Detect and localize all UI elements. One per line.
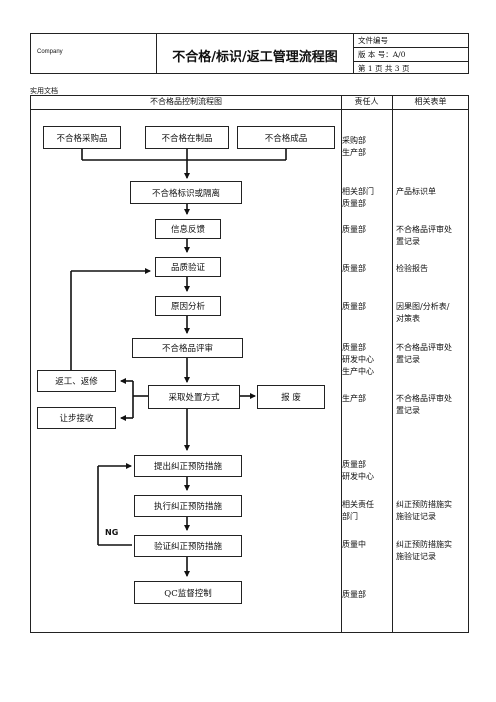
page-label: 第 1 页 共 3 页: [354, 61, 468, 74]
responsible-text: 研发中心: [342, 472, 374, 481]
form-cell: 纠正预防措施实 施验证记录: [396, 499, 474, 523]
responsible-text: 生产中心: [342, 367, 374, 376]
box-info-feedback: 信息反馈: [155, 219, 221, 239]
form-text: 检验报告: [396, 264, 428, 273]
responsible-cell: 质量部 研发中心: [342, 459, 388, 483]
form-cell: 不合格品评审处 置记录: [396, 224, 474, 248]
responsible-cell: 采购部 生产部: [342, 135, 388, 159]
responsible-text: 质量部: [342, 225, 366, 234]
flowchart-table: 不合格品控制流程图 责任人 相关表单: [30, 95, 469, 633]
column-divider: [392, 96, 393, 632]
form-text: 不合格品评审处: [396, 343, 452, 352]
responsible-cell: 质量中: [342, 539, 388, 551]
form-cell: 因果图/分析表/ 对策表: [396, 301, 474, 325]
responsible-cell: 质量部 研发中心 生产中心: [342, 342, 388, 378]
responsible-text: 生产部: [342, 148, 366, 157]
company-name: Company: [37, 49, 63, 55]
form-cell: 不合格品评审处 置记录: [396, 393, 474, 417]
document-info-cell: 文件编号 版 本 号：A/0 第 1 页 共 3 页: [353, 33, 469, 74]
responsible-cell: 质量部: [342, 589, 388, 601]
responsible-cell: 生产部: [342, 393, 388, 405]
form-text: 不合格品评审处: [396, 225, 452, 234]
responsible-text: 质量部: [342, 302, 366, 311]
responsible-text: 质量部: [342, 264, 366, 273]
responsible-text: 生产部: [342, 394, 366, 403]
responsible-text: 质量部: [342, 199, 366, 208]
form-cell: 纠正预防措施实 施验证记录: [396, 539, 474, 563]
box-nonconforming-wip: 不合格在制品: [145, 126, 229, 149]
form-text: 产品标识单: [396, 187, 436, 196]
version-label: 版 本 号：A/0: [354, 47, 468, 60]
responsible-text: 相关责任: [342, 500, 374, 509]
box-rework-repair: 返工、返修: [37, 370, 116, 392]
form-cell: 检验报告: [396, 263, 474, 275]
form-text: 置记录: [396, 406, 420, 415]
responsible-text: 质量部: [342, 590, 366, 599]
column-header-responsible: 责任人: [354, 97, 379, 106]
doc-number-label: 文件编号: [358, 36, 388, 45]
box-scrap: 报 废: [257, 385, 325, 409]
header-divider: [31, 109, 468, 110]
responsible-text: 采购部: [342, 136, 366, 145]
column-divider: [341, 96, 342, 632]
box-disposal-method: 采取处置方式: [148, 385, 240, 409]
form-text: 纠正预防措施实: [396, 540, 452, 549]
responsible-text: 质量中: [342, 540, 366, 549]
box-quality-verification: 品质验证: [155, 257, 221, 277]
form-text: 置记录: [396, 355, 420, 364]
box-nonconforming-purchase: 不合格采购品: [43, 126, 121, 149]
responsible-cell: 质量部: [342, 301, 388, 313]
responsible-text: 部门: [342, 512, 358, 521]
box-nonconforming-finished: 不合格成品: [237, 126, 335, 149]
responsible-text: 质量部: [342, 343, 366, 352]
box-concession-accept: 让步接收: [37, 407, 116, 429]
responsible-text: 质量部: [342, 460, 366, 469]
form-text: 施验证记录: [396, 552, 436, 561]
form-text: 因果图/分析表/: [396, 302, 450, 311]
responsible-text: 相关部门: [342, 187, 374, 196]
box-propose-corrective: 提出纠正预防措施: [134, 455, 242, 477]
document-title: 不合格/标识/返工管理流程图: [172, 50, 338, 65]
box-identify-isolate: 不合格标识或隔离: [130, 181, 242, 204]
box-cause-analysis: 原因分析: [155, 296, 221, 316]
ng-label: NG: [105, 528, 119, 537]
responsible-cell: 相关部门 质量部: [342, 186, 388, 210]
responsible-cell: 相关责任 部门: [342, 499, 388, 523]
responsible-text: 研发中心: [342, 355, 374, 364]
doc-note: 实用文档: [30, 87, 58, 95]
form-text: 纠正预防措施实: [396, 500, 452, 509]
form-cell: 不合格品评审处 置记录: [396, 342, 474, 366]
form-text: 不合格品评审处: [396, 394, 452, 403]
column-header-forms: 相关表单: [414, 97, 447, 106]
box-qc-supervision: QC监督控制: [134, 581, 242, 604]
form-text: 对策表: [396, 314, 420, 323]
responsible-cell: 质量部: [342, 224, 388, 236]
box-execute-corrective: 执行纠正预防措施: [134, 495, 242, 517]
form-text: 置记录: [396, 237, 420, 246]
form-cell: 产品标识单: [396, 186, 474, 198]
form-text: 施验证记录: [396, 512, 436, 521]
box-verify-corrective: 验证纠正预防措施: [134, 535, 242, 557]
box-nonconforming-review: 不合格品评审: [132, 338, 243, 358]
column-header-flow: 不合格品控制流程图: [150, 97, 222, 106]
responsible-cell: 质量部: [342, 263, 388, 275]
